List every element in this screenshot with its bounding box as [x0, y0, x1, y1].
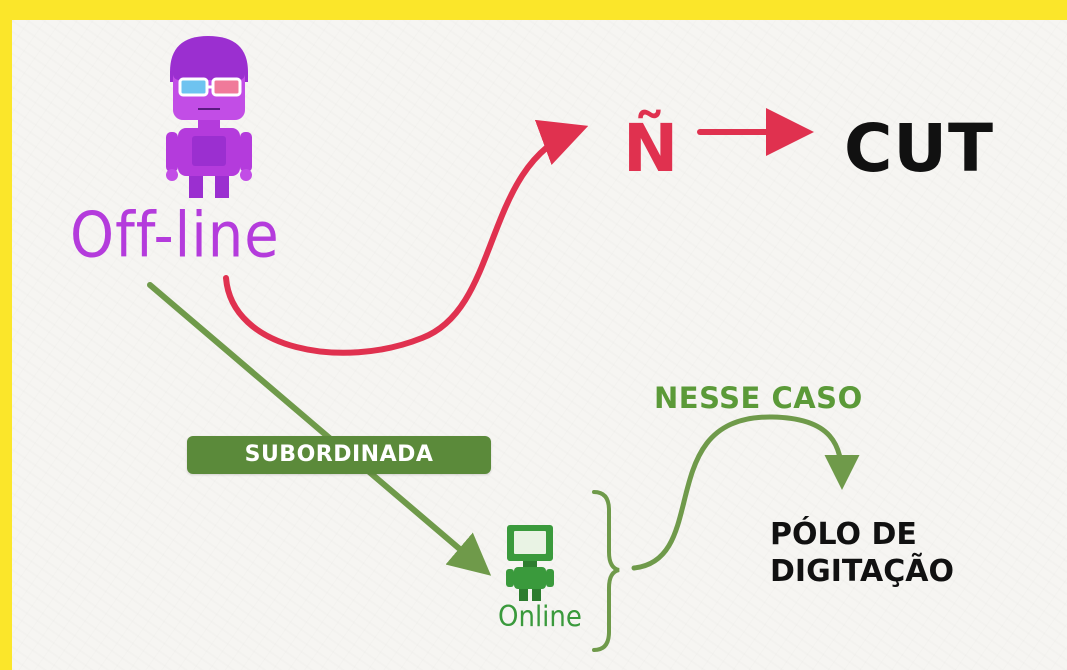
curly-brace — [592, 490, 620, 652]
arrows-layer — [147, 36, 860, 652]
diagram-canvas: Off-line Ñ CUT NESSE CASO SUBORDINADA PÓ… — [12, 20, 1067, 670]
offline-character-icon — [166, 36, 252, 198]
red-curved-arrow — [223, 119, 589, 356]
nesse-caso-label: NESSE CASO — [654, 381, 863, 415]
green-diagonal-arrow — [147, 282, 492, 576]
polo-de-digitacao-label: PÓLO DE DIGITAÇÃO — [770, 517, 954, 589]
green-curved-arrow — [631, 414, 860, 571]
cut-label: CUT — [844, 110, 995, 187]
offline-label: Off-line — [70, 199, 280, 273]
online-label: Online — [498, 600, 582, 634]
subordinada-badge: SUBORDINADA — [187, 436, 491, 474]
online-character-icon — [506, 525, 554, 601]
enye-label: Ñ — [623, 110, 679, 187]
